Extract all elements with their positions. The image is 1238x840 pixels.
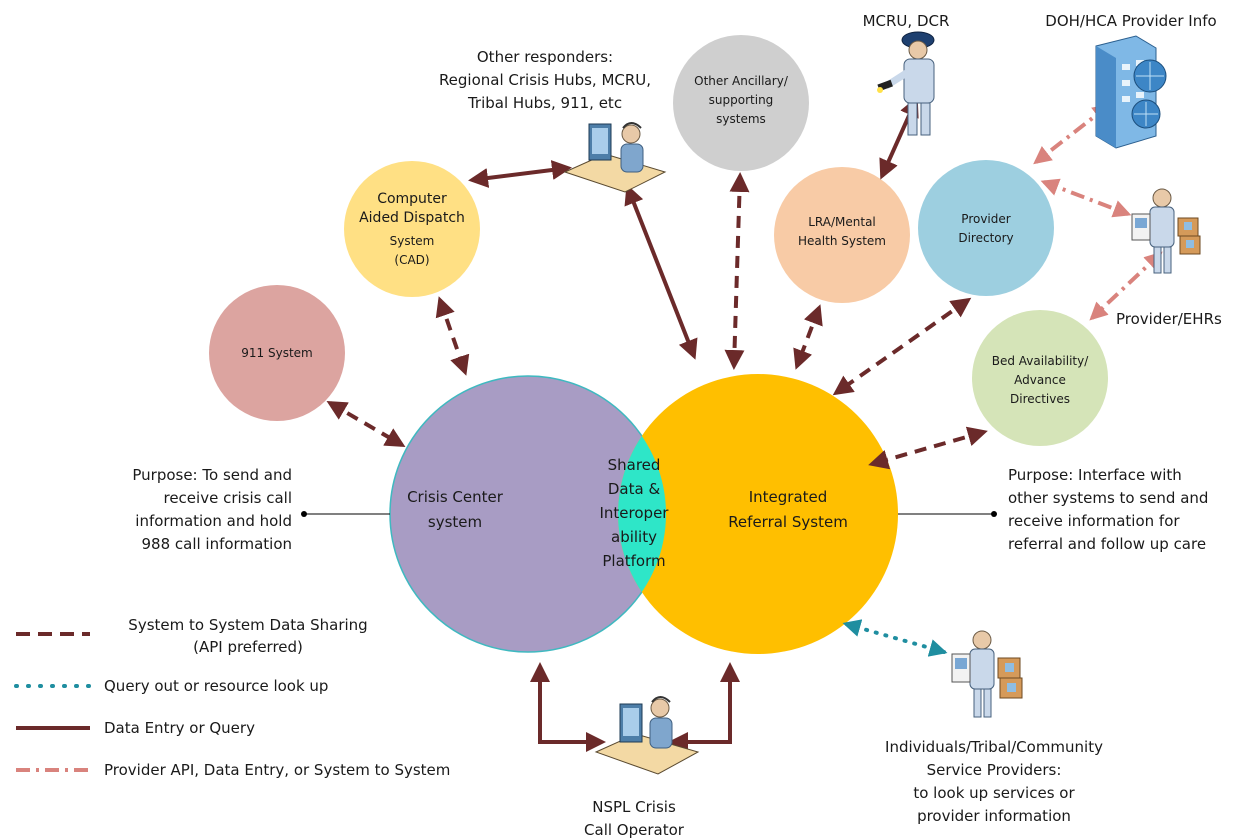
officer-icon <box>877 31 935 136</box>
circle-911-system <box>209 285 345 421</box>
svg-text:Advance: Advance <box>1014 373 1066 387</box>
svg-text:Tribal Hubs, 911, etc: Tribal Hubs, 911, etc <box>467 94 622 112</box>
svg-text:Other responders:: Other responders: <box>477 48 613 66</box>
svg-text:Shared: Shared <box>608 456 661 474</box>
legend-item-solid: Data Entry or Query <box>16 719 255 737</box>
svg-text:Other Ancillary/: Other Ancillary/ <box>694 74 789 88</box>
svg-text:receive information for: receive information for <box>1008 512 1180 530</box>
purpose-left-pointer <box>301 511 390 517</box>
svg-text:system: system <box>428 513 482 531</box>
svg-text:Referral System: Referral System <box>728 513 848 531</box>
link-provdir-referral <box>832 297 972 396</box>
svg-text:Interoper: Interoper <box>600 504 670 522</box>
nspl-operator-icon <box>594 696 700 775</box>
svg-text:Purpose: Interface with: Purpose: Interface with <box>1008 466 1182 484</box>
circle-lra <box>774 167 910 303</box>
svg-text:Service Providers:: Service Providers: <box>927 761 1062 779</box>
svg-text:(CAD): (CAD) <box>394 253 429 267</box>
link-cad-crisis <box>435 296 470 376</box>
individuals-provider-icon <box>951 630 1023 718</box>
responders-label: Other responders: Regional Crisis Hubs, … <box>439 48 651 112</box>
svg-text:Directives: Directives <box>1010 392 1070 406</box>
svg-text:LRA/Mental: LRA/Mental <box>808 215 876 229</box>
link-individuals-referral <box>842 619 948 657</box>
svg-text:Regional Crisis Hubs, MCRU,: Regional Crisis Hubs, MCRU, <box>439 71 651 89</box>
circle-provider-directory <box>918 160 1054 296</box>
shared-platform-label: Shared Data & Interoper ability Platform <box>600 456 670 570</box>
svg-text:Computer: Computer <box>377 191 447 207</box>
purpose-right-pointer <box>898 511 997 517</box>
svg-text:988 call information: 988 call information <box>141 535 292 553</box>
legend-item-dash: System to System Data Sharing (API prefe… <box>16 616 368 656</box>
purpose-right-label: Purpose: Interface with other systems to… <box>1008 466 1208 553</box>
crisis-center-label: Crisis Center system <box>407 488 504 531</box>
svg-text:receive crisis call: receive crisis call <box>163 489 292 507</box>
link-ehrs-bed <box>1089 251 1163 321</box>
svg-text:provider information: provider information <box>917 807 1071 825</box>
provider-ehr-icon <box>1131 188 1201 274</box>
individuals-label: Individuals/Tribal/Community Service Pro… <box>885 738 1103 825</box>
link-cad-responders <box>468 160 572 188</box>
circle-911-label: 911 System <box>241 346 312 360</box>
svg-text:Call Operator: Call Operator <box>584 821 685 839</box>
svg-text:NSPL Crisis: NSPL Crisis <box>592 798 676 816</box>
svg-text:Query out or resource look up: Query out or resource look up <box>104 677 328 695</box>
svg-text:Directory: Directory <box>958 231 1013 245</box>
svg-text:Individuals/Tribal/Community: Individuals/Tribal/Community <box>885 738 1103 756</box>
server-icon <box>1095 35 1167 149</box>
svg-text:(API preferred): (API preferred) <box>193 638 303 656</box>
referral-system-label: Integrated Referral System <box>728 488 848 531</box>
nspl-label: NSPL Crisis Call Operator <box>584 798 685 839</box>
svg-text:System to System Data Sharing: System to System Data Sharing <box>128 616 367 634</box>
link-referral-nspl <box>668 662 740 752</box>
doh-label: DOH/HCA Provider Info <box>1045 12 1216 30</box>
svg-text:Provider API, Data Entry, or S: Provider API, Data Entry, or System to S… <box>104 761 450 779</box>
link-responders-referral <box>624 184 698 360</box>
svg-text:referral and follow up care: referral and follow up care <box>1008 535 1206 553</box>
circle-bed-label: Bed Availability/ Advance Directives <box>992 354 1089 406</box>
svg-text:Data &: Data & <box>608 480 661 498</box>
svg-text:Integrated: Integrated <box>749 488 828 506</box>
mcru-label: MCRU, DCR <box>863 12 950 30</box>
svg-text:Health System: Health System <box>798 234 886 248</box>
svg-text:System: System <box>390 234 435 248</box>
circle-cad <box>344 161 480 297</box>
svg-text:911 System: 911 System <box>241 346 312 360</box>
svg-text:other systems to send and: other systems to send and <box>1008 489 1208 507</box>
svg-text:systems: systems <box>716 112 766 126</box>
svg-text:ability: ability <box>611 528 657 546</box>
purpose-left-label: Purpose: To send and receive crisis call… <box>132 466 292 553</box>
link-provdir-ehrs <box>1040 178 1132 218</box>
circle-ancillary-label: Other Ancillary/ supporting systems <box>694 74 789 126</box>
svg-text:Provider: Provider <box>961 212 1010 226</box>
svg-text:to look up services or: to look up services or <box>913 784 1075 802</box>
link-lra-referral <box>793 304 823 370</box>
link-911-crisis <box>326 400 406 448</box>
legend-item-dotted: Query out or resource look up <box>14 677 328 695</box>
svg-text:supporting: supporting <box>709 93 774 107</box>
svg-text:Purpose: To send and: Purpose: To send and <box>132 466 292 484</box>
circle-ancillary <box>673 35 809 171</box>
link-bed-referral <box>868 426 988 470</box>
ehrs-label: Provider/EHRs <box>1116 310 1222 328</box>
legend: System to System Data Sharing (API prefe… <box>14 616 450 779</box>
link-crisis-nspl <box>530 662 606 752</box>
circle-cad-label: Computer Aided Dispatch System (CAD) <box>359 191 465 267</box>
circle-bed-availability <box>972 310 1108 446</box>
svg-text:Data Entry or Query: Data Entry or Query <box>104 719 255 737</box>
legend-item-api: Provider API, Data Entry, or System to S… <box>16 761 450 779</box>
svg-text:information and hold: information and hold <box>135 512 292 530</box>
link-ancillary-referral <box>724 172 750 370</box>
circle-referral-system <box>618 374 898 654</box>
svg-text:Aided Dispatch: Aided Dispatch <box>359 210 465 226</box>
circle-lra-label: LRA/Mental Health System <box>798 215 886 248</box>
svg-text:Platform: Platform <box>602 552 665 570</box>
svg-text:Crisis Center: Crisis Center <box>407 488 504 506</box>
operator-icon <box>563 122 667 193</box>
svg-text:Bed Availability/: Bed Availability/ <box>992 354 1089 368</box>
circle-provider-directory-label: Provider Directory <box>958 212 1013 245</box>
